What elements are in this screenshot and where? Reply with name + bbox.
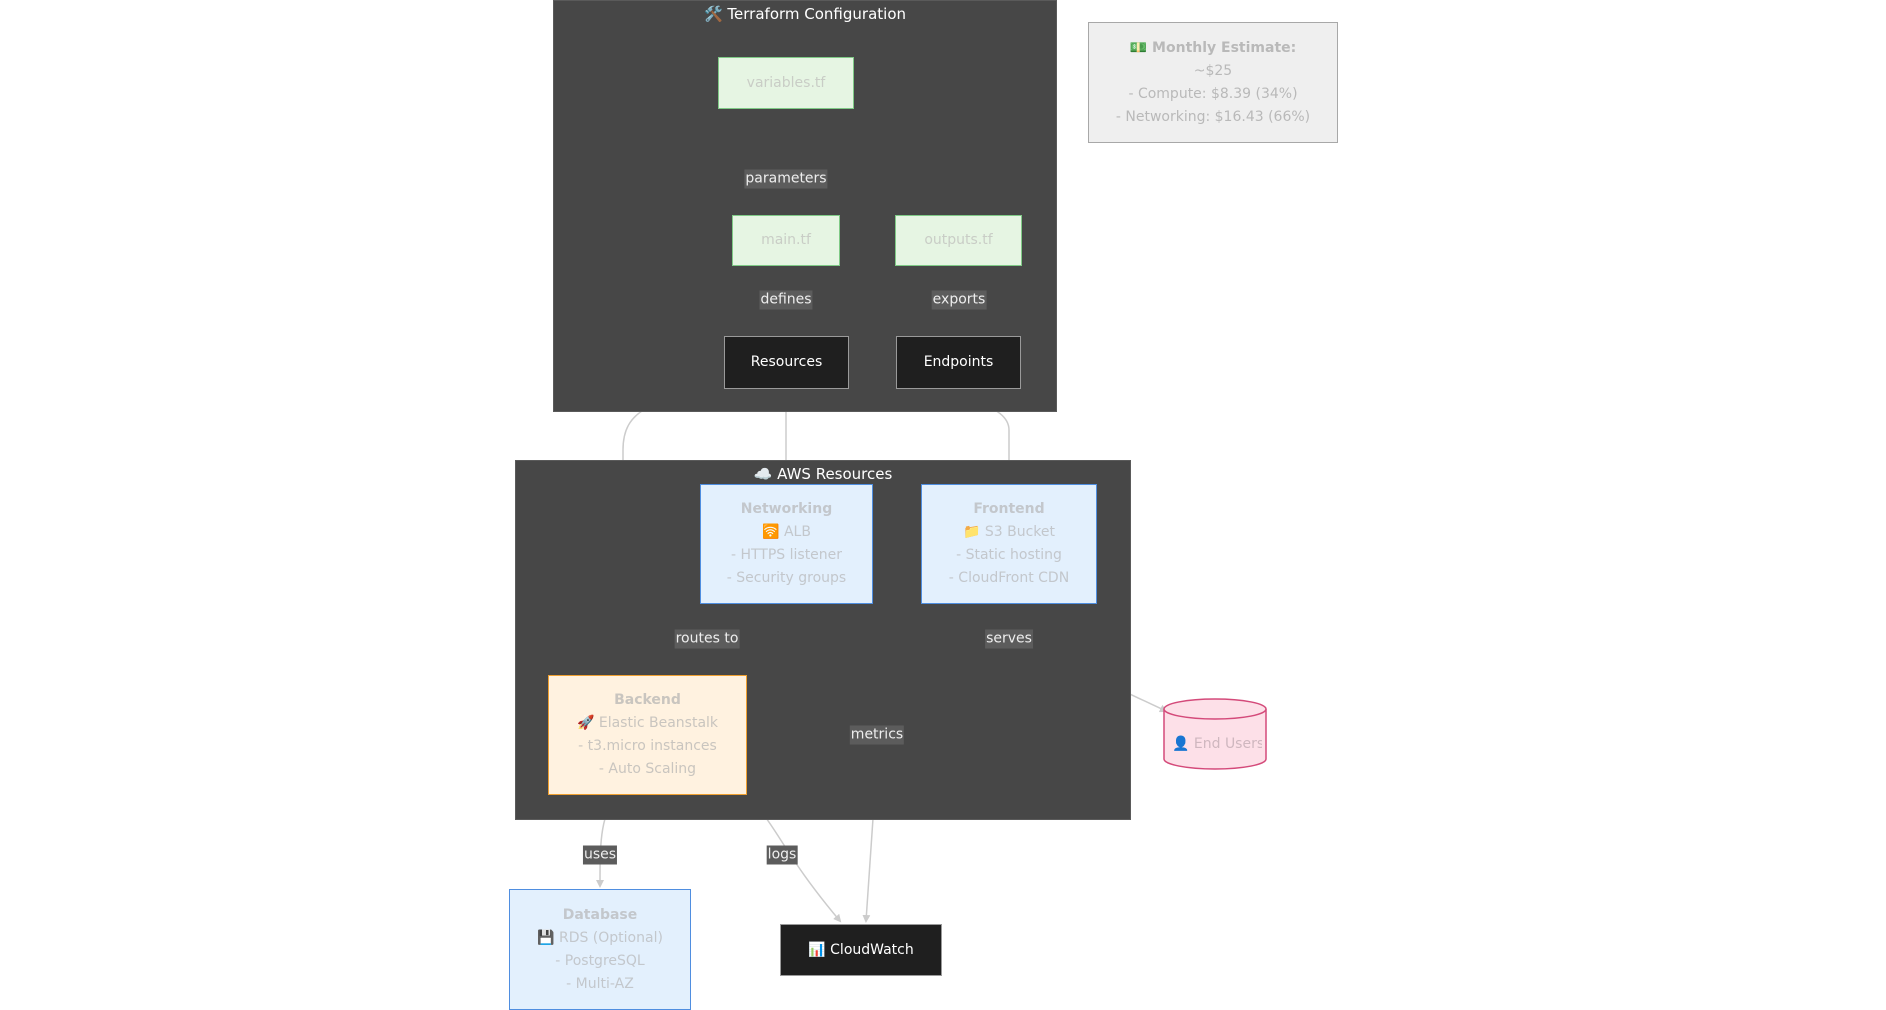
edge-label-routes-to: routes to: [674, 629, 740, 649]
edge-label-defines: defines: [759, 290, 813, 310]
outputs-tf-node[interactable]: outputs.tf: [895, 215, 1022, 266]
edge-label-serves: serves: [985, 629, 1033, 649]
backend-line-t3: - t3.micro instances: [578, 738, 717, 754]
backend-line-scaling: - Auto Scaling: [598, 761, 697, 777]
monthly-estimate-note: 💵 Monthly Estimate: ~$25 - Compute: $8.3…: [1088, 22, 1338, 143]
note-line-total: ~$25: [1193, 62, 1233, 79]
aws-cluster-title: ☁️ AWS Resources: [753, 465, 893, 483]
backend-title: Backend: [614, 692, 681, 708]
edge-label-parameters: parameters: [744, 169, 828, 189]
frontend-line-s3: 📁 S3 Bucket: [962, 524, 1055, 540]
edge-label-logs: logs: [766, 845, 798, 865]
note-line-networking: - Networking: $16.43 (66%): [1115, 108, 1311, 125]
database-title: Database: [562, 906, 638, 923]
database-line-pg: - PostgreSQL: [555, 952, 645, 969]
backend-line-eb: 🚀 Elastic Beanstalk: [576, 715, 719, 731]
cloudwatch-node[interactable]: 📊 CloudWatch: [780, 924, 942, 976]
database-node[interactable]: Database 💾 RDS (Optional) - PostgreSQL -…: [509, 889, 691, 1010]
variables-tf-label: variables.tf: [746, 74, 826, 91]
edge-label-uses: uses: [582, 845, 618, 865]
backend-node[interactable]: Backend 🚀 Elastic Beanstalk - t3.micro i…: [548, 675, 747, 795]
frontend-node[interactable]: Frontend 📁 S3 Bucket - Static hosting - …: [921, 484, 1097, 604]
networking-node[interactable]: Networking 🛜 ALB - HTTPS listener - Secu…: [700, 484, 873, 604]
edge-label-exports: exports: [931, 290, 987, 310]
frontend-title: Frontend: [973, 501, 1045, 517]
networking-line-alb: 🛜 ALB: [762, 524, 811, 540]
endpoints-label: Endpoints: [923, 354, 994, 370]
end-users-label: 👤 End Users: [1172, 736, 1262, 752]
endpoints-node[interactable]: Endpoints: [896, 336, 1021, 389]
networking-line-sg: - Security groups: [726, 570, 847, 586]
note-line-compute: - Compute: $8.39 (34%): [1128, 85, 1298, 102]
variables-tf-node[interactable]: variables.tf: [718, 57, 854, 109]
outputs-tf-label: outputs.tf: [924, 232, 993, 248]
edge-label-metrics: metrics: [849, 725, 905, 745]
cloudwatch-label: 📊 CloudWatch: [808, 941, 914, 958]
end-users-node[interactable]: [1162, 697, 1268, 771]
networking-line-https: - HTTPS listener: [730, 547, 843, 563]
main-tf-node[interactable]: main.tf: [732, 215, 840, 266]
note-title: 💵 Monthly Estimate:: [1129, 39, 1297, 56]
resources-node[interactable]: Resources: [724, 336, 849, 389]
terraform-cluster-title: 🛠️ Terraform Configuration: [703, 5, 907, 23]
networking-title: Networking: [740, 501, 833, 517]
frontend-line-static: - Static hosting: [956, 547, 1062, 563]
resources-label: Resources: [750, 354, 823, 370]
database-line-rds: 💾 RDS (Optional): [537, 929, 663, 946]
database-line-multiaz: - Multi-AZ: [566, 975, 634, 992]
main-tf-label: main.tf: [761, 232, 811, 248]
frontend-line-cdn: - CloudFront CDN: [948, 570, 1070, 586]
